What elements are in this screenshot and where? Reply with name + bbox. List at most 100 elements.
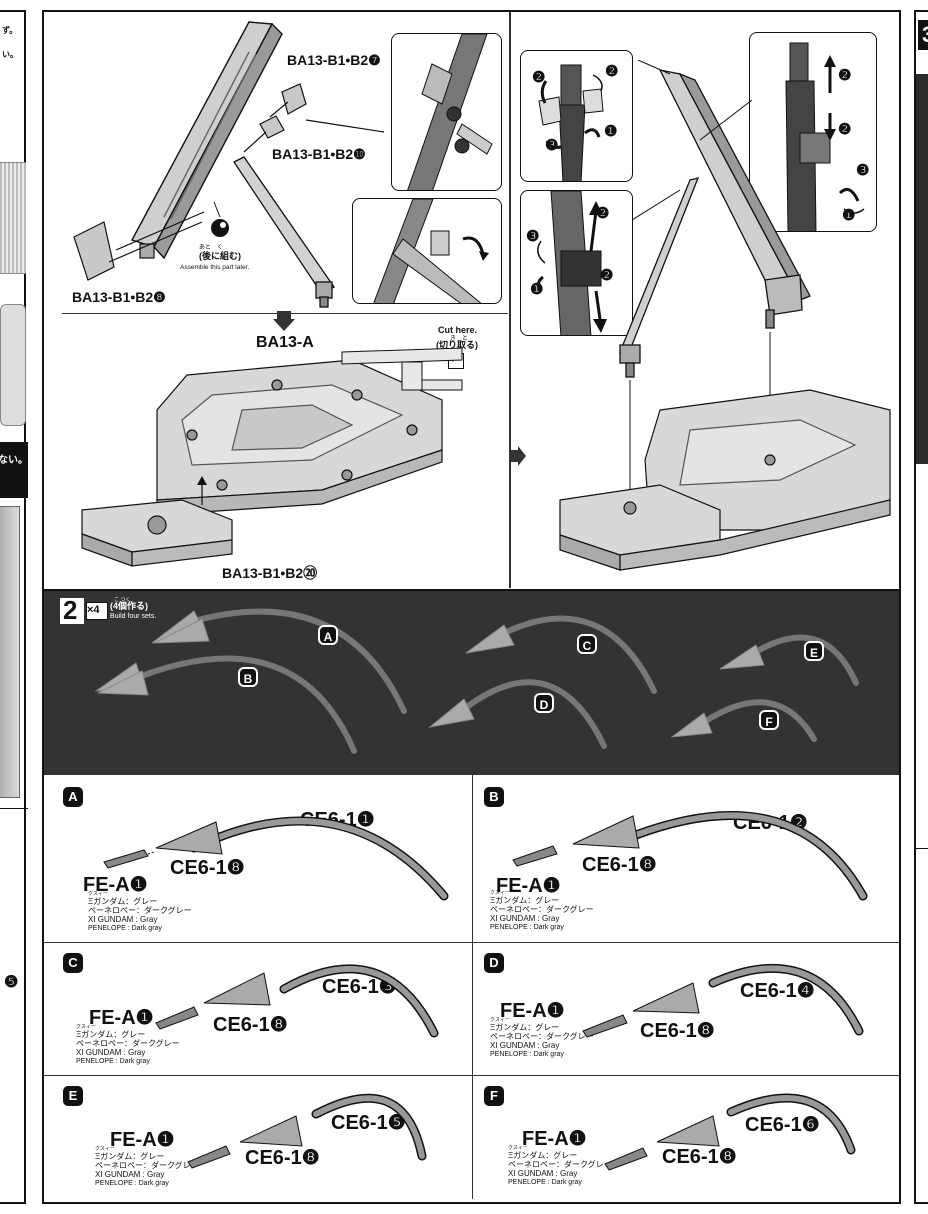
detail-inset-5 (749, 32, 877, 232)
legend-ruby: クスィー (76, 1024, 96, 1030)
step1-arm-drawing (73, 21, 385, 308)
left-edge-divider (0, 808, 28, 809)
cell-d-drawing (582, 963, 864, 1038)
later-label-jp: (後に組む) (199, 251, 241, 261)
assembled-base (559, 389, 891, 571)
left-edge-step-number: ❺ (4, 974, 19, 991)
cell-d-base-part: FE-A❶ (500, 1000, 565, 1022)
step2-multiplier: ×4 (87, 604, 100, 616)
sprue-runner (341, 347, 463, 391)
cell-a-badge: A (63, 787, 83, 807)
cell-b-drawing (512, 811, 868, 901)
arrow-num-8: ❷ (600, 267, 614, 284)
legend-line-2: ペーネロペー：ダークグレー (508, 1160, 612, 1169)
arm-strut (233, 156, 335, 308)
left-edge-panel: ず。 い。 ない。 ❺ (0, 10, 28, 1204)
cell-e-main-part: CE6-1❺ (331, 1112, 406, 1134)
base-label: BA13-A (256, 334, 314, 351)
legend-line-2: ペーネロペー：ダークグレー (88, 906, 192, 915)
left-edge-part-image (0, 304, 26, 426)
legend-line-4: PENELOPE : Dark gray (490, 924, 564, 931)
legend-line-2: ペーネロペー：ダークグレー (490, 1032, 594, 1041)
legend-line-1: Ξガンダム：グレー (508, 1151, 578, 1160)
cut-here-en: Cut here. (438, 325, 478, 335)
step2-multiplier-box (86, 602, 108, 620)
step2-number-box (60, 598, 84, 624)
detail-inset-1 (391, 33, 502, 191)
legend-line-3: XI GUNDAM : Gray (508, 1169, 578, 1178)
detail-inset-4 (520, 190, 633, 336)
legend-line-1: Ξガンダム：グレー (76, 1030, 146, 1039)
arrow-num-9: ❷ (838, 67, 852, 84)
cell-c-base-part: FE-A❶ (89, 1007, 154, 1029)
arrow-num-2: ❷ (605, 63, 619, 80)
step1-right-arrow-icon (510, 446, 526, 466)
cut-here-ruby: き と (450, 336, 469, 342)
left-edge-black-band (0, 442, 28, 498)
cell-b-tip-part: CE6-1❽ (582, 854, 657, 876)
cell-d-badge: D (484, 953, 504, 973)
cell-c-badge: C (63, 953, 83, 973)
letter-badge-d: D (534, 693, 554, 713)
cell-f-main-part: CE6-1❻ (745, 1114, 820, 1136)
later-label-en: Assemble this part later. (180, 264, 250, 271)
cell-b-legend: クスィー Ξガンダム：グレー ペーネロペー：ダークグレー XI GUNDAM :… (490, 890, 594, 932)
legend-line-1: Ξガンダム：グレー (88, 897, 158, 906)
step2-en: Build four sets. (110, 613, 157, 620)
step2-number: 2 (63, 595, 78, 625)
legend-line-2: ペーネロペー：ダークグレー (76, 1039, 180, 1048)
cell-d-main-part: CE6-1❹ (740, 980, 815, 1002)
cell-a-tip-part: CE6-1❽ (170, 857, 245, 879)
cut-here-jp: (切り取る) (436, 340, 478, 350)
cell-b-badge: B (484, 787, 504, 807)
later-ruby: あと く (199, 245, 224, 251)
cell-a-drawing (103, 816, 449, 901)
legend-line-1: Ξガンダム：グレー (490, 1023, 560, 1032)
arrow-num-7: ❶ (530, 281, 544, 298)
detail-inset-3 (520, 50, 633, 182)
legend-line-3: XI GUNDAM : Gray (95, 1170, 165, 1179)
right-edge-dark-band (916, 74, 928, 464)
letter-badge-e: E (804, 641, 824, 661)
left-edge-part-image-2 (0, 506, 20, 798)
step2-jp: (4個作る) (110, 601, 148, 611)
hex-base (156, 359, 443, 516)
arrow-num-10: ❷ (838, 121, 852, 138)
small-base-block (81, 499, 233, 567)
left-edge-text-2: い。 (2, 50, 18, 59)
legend-ruby: クスィー (490, 890, 510, 896)
arm-main-part (130, 21, 283, 260)
legend-line-1: Ξガンダム：グレー (95, 1152, 165, 1161)
arrow-num-5: ❸ (526, 228, 540, 245)
legend-line-4: PENELOPE : Dark gray (88, 925, 162, 932)
step1-down-arrow-icon (273, 311, 295, 331)
cell-e-badge: E (63, 1086, 83, 1106)
cell-c-tip-part: CE6-1❽ (213, 1014, 288, 1036)
arrow-num-6: ❷ (596, 205, 610, 222)
cell-e-tip-part: CE6-1❽ (245, 1147, 320, 1169)
arrow-num-1: ❷ (532, 69, 546, 86)
letter-badge-f: F (759, 710, 779, 730)
legend-ruby: クスィー (88, 891, 108, 897)
legend-line-4: PENELOPE : Dark gray (508, 1179, 582, 1186)
arrow-num-3: ❶ (604, 123, 618, 140)
legend-line-2: ペーネロペー：ダークグレー (95, 1161, 199, 1170)
left-edge-text-3: ない。 (0, 455, 28, 466)
arrow-num-4: ❸ (545, 137, 559, 154)
step1-vertical-divider (509, 12, 511, 588)
arrow-num-11: ❸ (856, 162, 870, 179)
part-label-b2-7: BA13-B1•B2❼ (287, 52, 381, 68)
cell-a-base-part: FE-A❶ (83, 874, 148, 896)
cell-c-main-part: CE6-1❸ (322, 976, 397, 998)
right-edge-panel: 3 (914, 10, 928, 1204)
part-label-b2-10: BA13-B1•B2❿ (272, 146, 366, 162)
step2-effect-parts-drawing (94, 608, 859, 754)
legend-ruby: クスィー (490, 1017, 510, 1023)
cell-c-legend: クスィー Ξガンダム：グレー ペーネロペー：ダークグレー XI GUNDAM :… (76, 1024, 180, 1066)
legend-line-4: PENELOPE : Dark gray (490, 1051, 564, 1058)
grid-h-divider-1 (44, 942, 899, 944)
left-edge-text-1: ず。 (2, 26, 18, 35)
right-edge-step-number: 3 (922, 22, 928, 48)
arm-assembly-arrows (108, 101, 385, 263)
part-label-b2-20: BA13-B1•B2⑳ (222, 565, 318, 581)
